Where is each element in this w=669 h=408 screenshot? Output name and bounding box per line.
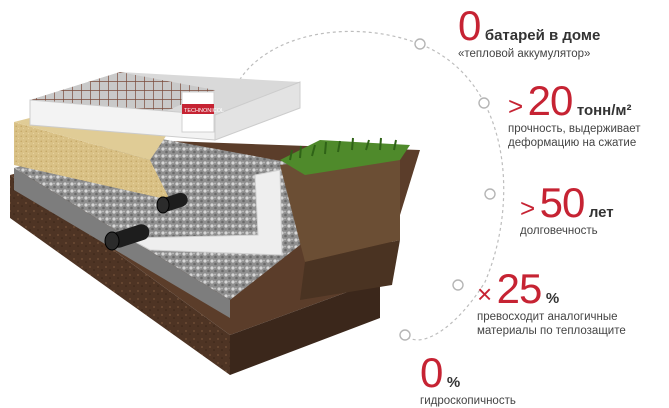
greater-than-icon: > <box>520 193 536 223</box>
board-logo: TECHNONICOL <box>184 108 224 114</box>
stat-description: «тепловой аккумулятор» <box>458 48 591 60</box>
insulation-side <box>214 81 301 141</box>
stat-value: 50 <box>539 179 586 226</box>
stat-description: превосходит аналогичные материалы по теп… <box>477 311 626 337</box>
stat-value: 20 <box>527 77 574 124</box>
grass-blades <box>289 137 397 161</box>
guide-node-3 <box>484 188 496 200</box>
stat-unit: % <box>545 290 560 307</box>
stat-unit: % <box>446 374 461 391</box>
guide-arc <box>231 30 505 341</box>
guide-node-1 <box>414 38 426 50</box>
stat-durability: > 50 лет долговечность <box>520 182 614 238</box>
sand-front <box>14 122 170 200</box>
stat-unit: лет <box>588 204 614 221</box>
drain-pipes <box>104 192 188 251</box>
board-red-band <box>182 104 214 114</box>
soil-side <box>230 280 380 375</box>
stat-description: долговечность <box>520 225 598 237</box>
side-soil-front <box>300 240 400 300</box>
stat-description: прочность, выдерживает деформацию на сжа… <box>508 123 641 149</box>
guide-node-2 <box>478 97 490 109</box>
times-icon: × <box>477 279 493 309</box>
stat-hygroscopicity: 0 % гидроскопичность <box>420 352 516 408</box>
grass <box>280 140 410 175</box>
stat-unit: тонн/м² <box>576 102 632 119</box>
side-soil <box>280 150 400 262</box>
stat-strength: > 20 тонн/м² прочность, выдерживает дефо… <box>508 80 658 150</box>
stat-thermal: × 25 % превосходит аналогичные материалы… <box>477 268 652 338</box>
stat-value: 25 <box>496 265 543 312</box>
stat-unit: батарей в доме <box>484 27 601 44</box>
greater-than-icon: > <box>508 91 524 121</box>
soil-front <box>10 175 230 375</box>
guide-node-5 <box>399 329 411 341</box>
stat-value: 0 <box>458 2 481 49</box>
membrane-wall <box>126 169 283 256</box>
stat-description: гидроскопичность <box>420 395 516 407</box>
stat-batteries: 0 батарей в доме «тепловой аккумулятор» <box>458 5 600 61</box>
stat-value: 0 <box>420 349 443 396</box>
guide-node-4 <box>452 279 464 291</box>
